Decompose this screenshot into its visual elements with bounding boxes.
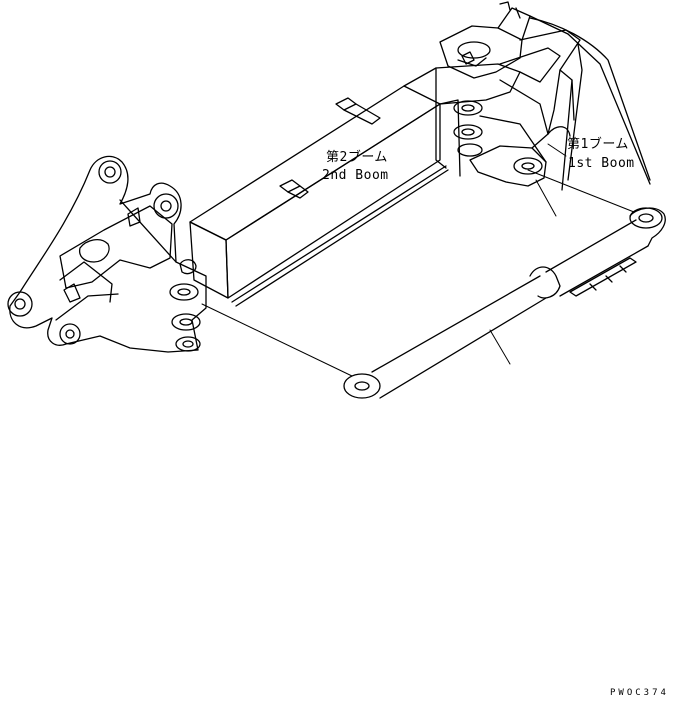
boom-tag-upper	[336, 98, 380, 124]
first-boom-hinge	[404, 2, 580, 186]
second-boom-label-en: 2nd Boom	[322, 168, 389, 183]
leader-lines	[490, 144, 566, 364]
first-boom-label-en: 1st Boom	[568, 156, 635, 171]
first-boom-outline	[530, 18, 650, 190]
boom-tag-lower	[280, 180, 308, 198]
second-boom-beam	[190, 86, 448, 306]
assembly-lines	[202, 170, 634, 376]
first-boom-label-ja: 第1ブーム	[567, 137, 629, 152]
boom-head-bracket	[8, 156, 206, 352]
drawing-code: PWOC374	[610, 688, 669, 698]
hydraulic-cylinder	[344, 208, 665, 398]
second-boom-label-ja: 第2ブーム	[326, 150, 388, 165]
